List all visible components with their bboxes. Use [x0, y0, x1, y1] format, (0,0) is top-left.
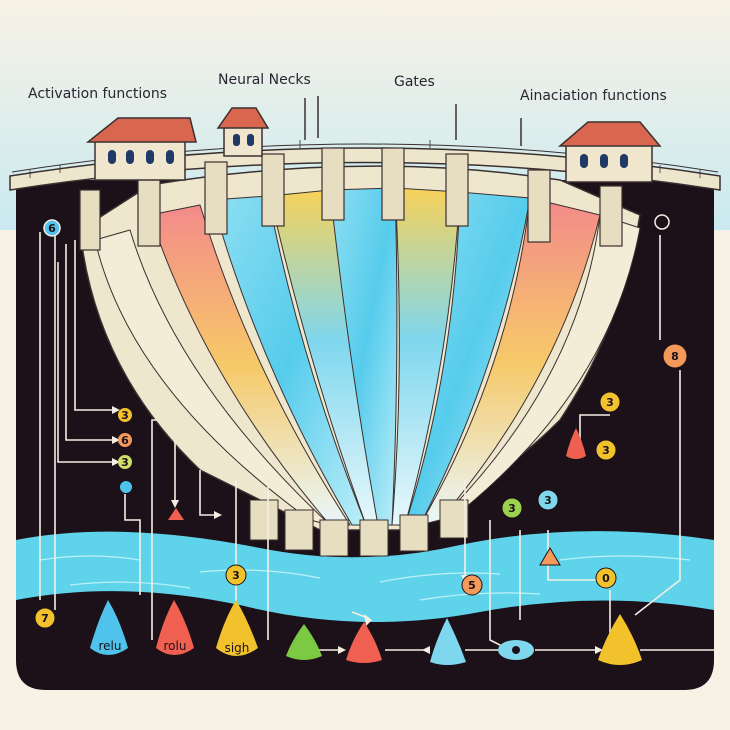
badge-left-3-label: 3 [121, 456, 129, 469]
gate-piers [79, 147, 623, 251]
marker-triangle-orange [539, 547, 561, 566]
badge-right-blue: 3 [537, 489, 559, 511]
func-rolu-red: rolu [156, 600, 194, 655]
badge-right-green-label: 3 [508, 502, 516, 515]
lamp-posts [304, 96, 522, 146]
func-green-shape [286, 624, 322, 660]
marker-triangle-red-1 [168, 508, 184, 520]
house-center [216, 107, 270, 157]
railing-posts [29, 140, 701, 178]
badge-right-lower-label: 0 [602, 572, 610, 585]
label-activation-functions: Activation functions [28, 86, 168, 102]
badge-bottom-left: 7 [34, 607, 56, 629]
label-ainaciation-functions: Ainaciation functions [520, 88, 667, 104]
label-neural-necks: Neural Necks [218, 72, 311, 88]
house-left [85, 117, 197, 181]
badge-left-1: 3 [118, 408, 132, 422]
badge-right-orange-1: 3 [599, 391, 621, 413]
badge-left-blue-dot [120, 481, 132, 493]
badge-right-green: 3 [501, 497, 523, 519]
func-relu-blue: relu [90, 600, 128, 655]
badge-left-3: 3 [118, 455, 132, 469]
badge-center-small: 3 [225, 564, 247, 586]
func-blue-shape [430, 618, 466, 665]
dam-base-blocks [249, 499, 469, 557]
badge-right-far-label: 8 [671, 350, 679, 363]
river-ripples [39, 555, 691, 601]
label-gates: Gates [394, 74, 435, 90]
func-sigh-yellow-label: sigh [225, 641, 250, 655]
func-red-shape [346, 622, 382, 663]
func-rolu-red-label: rolu [164, 639, 187, 653]
func-blue-oval-dot [512, 646, 520, 654]
func-relu-blue-label: relu [99, 639, 122, 653]
badge-mid-right: 5 [461, 574, 483, 596]
badge-right-orange-1-label: 3 [606, 396, 614, 409]
badge-center-small-label: 3 [232, 569, 240, 582]
badge-right-orange-2-label: 3 [602, 444, 610, 457]
badge-right-far: 8 [662, 343, 688, 369]
river [16, 531, 714, 622]
badge-bottom-left-label: 7 [41, 612, 49, 625]
badge-left-top: 6 [43, 219, 61, 237]
badge-right-blue-label: 3 [544, 494, 552, 507]
badge-left-2-label: 6 [121, 434, 129, 447]
badge-right-top-ring [654, 214, 670, 230]
badge-left-1-label: 3 [121, 409, 129, 422]
badge-left-top-label: 6 [48, 222, 56, 235]
badge-right-orange-2: 3 [595, 439, 617, 461]
badge-left-2: 6 [118, 433, 132, 447]
droplet-red-right [566, 428, 586, 459]
badge-right-lower: 0 [595, 567, 617, 589]
house-right [557, 121, 662, 183]
badge-mid-right-label: 5 [468, 579, 476, 592]
func-sigh-yellow: sigh [216, 600, 258, 656]
func-yellow-shape-right [598, 614, 642, 665]
